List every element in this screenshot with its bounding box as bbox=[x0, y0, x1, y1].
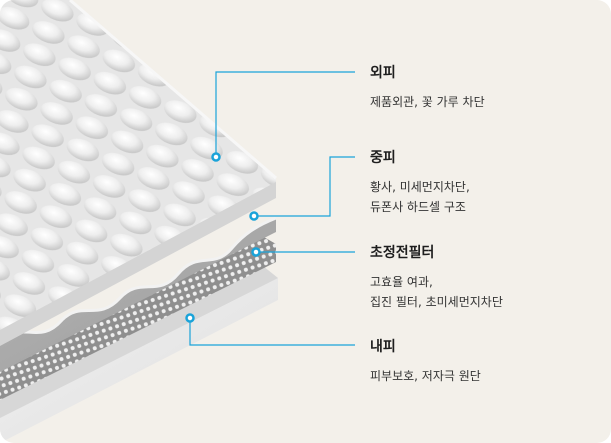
leader-dots bbox=[185, 152, 261, 323]
middle-layer-shape bbox=[0, 218, 276, 372]
label-outer-desc: 제품외관, 꽃 가루 차단 bbox=[370, 92, 485, 112]
leader-lines bbox=[189, 71, 355, 346]
label-inner: 내피 피부보호, 저자극 원단 bbox=[370, 336, 481, 386]
inner-layer-edge bbox=[0, 262, 278, 418]
leader-line-outer bbox=[215, 71, 355, 157]
leader-dot-inner bbox=[185, 313, 195, 323]
leader-dot-middle bbox=[249, 211, 259, 221]
label-filter-title: 초정전필터 bbox=[370, 245, 435, 261]
label-outer-title: 외피 bbox=[370, 65, 396, 81]
label-filter-desc-line: 고효율 여과, bbox=[370, 275, 433, 289]
leader-dot-filter bbox=[251, 247, 261, 257]
label-filter-desc-line: 집진 필터, 초미세먼지차단 bbox=[370, 295, 503, 309]
label-inner-desc: 피부보호, 저자극 원단 bbox=[370, 366, 481, 386]
label-middle: 중피 황사, 미세먼지차단, 듀폰사 하드셀 구조 bbox=[370, 147, 470, 217]
leader-line-middle bbox=[254, 156, 355, 217]
outer-layer-rim bbox=[69, 0, 277, 180]
label-outer: 외피 제품외관, 꽃 가루 차단 bbox=[370, 62, 485, 112]
label-inner-title: 내피 bbox=[370, 339, 396, 355]
label-middle-desc: 황사, 미세먼지차단, 듀폰사 하드셀 구조 bbox=[370, 177, 470, 217]
leader-dot-outer bbox=[211, 152, 221, 162]
middle-layer-rim bbox=[0, 216, 277, 340]
leader-line-inner bbox=[189, 318, 355, 346]
outer-layer-edge bbox=[0, 182, 276, 346]
label-middle-desc-line: 황사, 미세먼지차단, bbox=[370, 180, 470, 194]
label-filter-desc: 고효율 여과, 집진 필터, 초미세먼지차단 bbox=[370, 272, 503, 312]
outer-layer-shape bbox=[0, 0, 276, 342]
label-inner-desc-line: 피부보호, 저자극 원단 bbox=[370, 369, 481, 383]
label-middle-desc-line: 듀폰사 하드셀 구조 bbox=[370, 200, 466, 214]
label-middle-title: 중피 bbox=[370, 150, 396, 166]
label-outer-desc-line: 제품외관, 꽃 가루 차단 bbox=[370, 95, 485, 109]
inner-layer-shape bbox=[0, 278, 278, 443]
label-filter: 초정전필터 고효율 여과, 집진 필터, 초미세먼지차단 bbox=[370, 242, 503, 312]
filter-layer-shape bbox=[0, 236, 276, 400]
